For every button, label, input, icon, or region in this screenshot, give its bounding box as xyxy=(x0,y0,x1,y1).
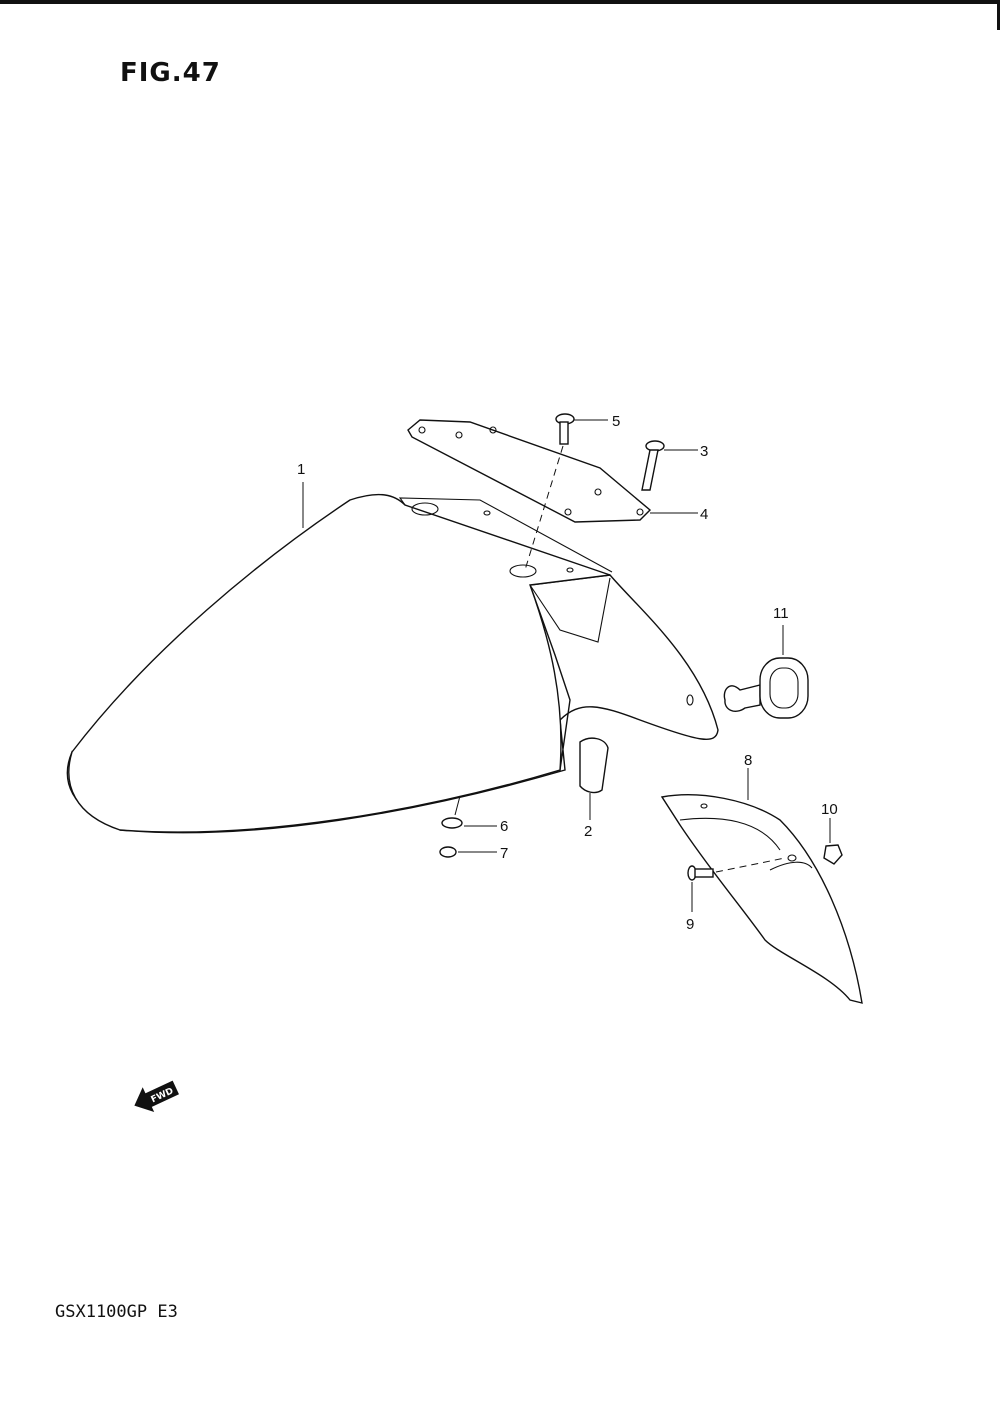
grommet-11-part xyxy=(723,625,809,719)
model-code: GSX1100GP E3 xyxy=(55,1302,178,1322)
callout-2: 2 xyxy=(584,823,592,840)
nut-10-part xyxy=(823,818,843,865)
figure-title: FIG.47 xyxy=(120,58,221,88)
page-top-border xyxy=(0,0,1000,4)
callout-9: 9 xyxy=(686,916,694,933)
screw-5-guide-line xyxy=(524,445,564,571)
clip-2-part xyxy=(579,737,609,820)
page-right-border xyxy=(997,0,1000,30)
callout-3: 3 xyxy=(700,443,708,460)
callout-1: 1 xyxy=(297,461,305,478)
callout-6: 6 xyxy=(500,818,508,835)
callout-5: 5 xyxy=(612,413,620,430)
callout-7: 7 xyxy=(500,845,508,862)
nut-7-part xyxy=(439,846,497,858)
washer-6-part xyxy=(441,795,497,829)
front-fender-part xyxy=(66,493,719,834)
callout-10: 10 xyxy=(821,801,838,818)
cover-8-part xyxy=(660,768,863,1004)
forward-arrow-icon: FWD xyxy=(134,1080,179,1112)
mounting-plate-part xyxy=(407,419,652,523)
callout-4: 4 xyxy=(700,506,708,523)
bolt-3-part xyxy=(641,440,698,491)
callout-11: 11 xyxy=(773,605,789,622)
screw-5-part xyxy=(555,413,608,445)
screw-9-part xyxy=(687,865,714,912)
callout-8: 8 xyxy=(744,752,752,769)
